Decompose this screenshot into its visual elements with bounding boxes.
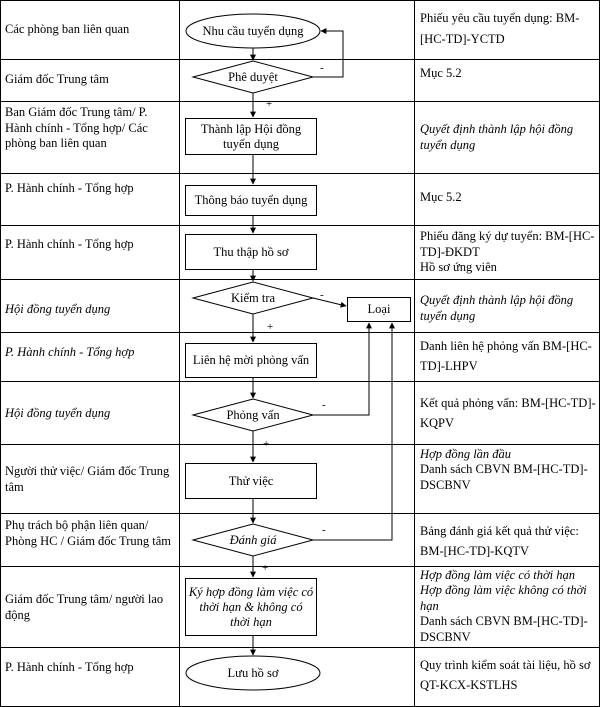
row-6-note: Quyết định thành lập hội đồng tuyển dụng [420, 293, 574, 323]
approve-minus: - [320, 62, 324, 74]
row-2-who: Giám đốc Trung tâm [5, 72, 109, 86]
check-minus: - [320, 289, 324, 301]
contact-label: Liên hệ mời phỏng vấn [192, 353, 310, 367]
row-9-note-2: Danh sách CBVN BM-[HC-TD]-DSCBNV [420, 462, 588, 492]
evaluate-minus: - [322, 524, 326, 536]
row-9-note: Hợp đồng lần đầu [420, 447, 512, 461]
council-label: Thành lập Hội đồng tuyển dụng [200, 121, 302, 151]
row-8-note: Kết quả phỏng vấn: BM-[HC-TD]-KQPV [420, 396, 596, 430]
start-label: Nhu cầu tuyển dụng [202, 23, 304, 38]
row-7-who: P. Hành chính - Tổng hợp [5, 345, 135, 359]
row-10-note: Bảng đánh giá kết quả thử việc: BM-[HC-T… [420, 524, 579, 558]
row-11-note-3: Danh sách CBVN BM-[HC-TD]-DSCBNV [420, 614, 588, 644]
row-4-note: Mục 5.2 [420, 190, 462, 204]
row-1-note: Phiếu yêu cầu tuyển dụng: BM-[HC-TD]-YCT… [420, 11, 580, 46]
row-11-note-2: Hợp đồng làm việc không có thời hạn [420, 583, 587, 613]
row-4-who: P. Hành chính - Tổng hợp [5, 181, 134, 195]
row-11-who: Giám đốc Trung tâm/ người lao động [5, 592, 164, 622]
connector [312, 297, 347, 308]
contract-label: Ký hợp đồng làm việc có thời hạn & không… [188, 584, 314, 629]
collect-box [185, 234, 317, 270]
interview-minus: - [322, 399, 326, 411]
row-12-who: P. Hành chính - Tổng hợp [5, 660, 134, 674]
row-2-note: Mục 5.2 [420, 66, 462, 80]
announce-box [185, 185, 317, 216]
row-1-who: Các phòng ban liên quan [5, 22, 130, 36]
row-5-note: Phiếu đăng ký dự tuyển: BM-[HC-TD]-ĐKDT [420, 229, 595, 259]
approve-label: Phê duyệt [228, 69, 278, 84]
connector [313, 322, 395, 541]
contact-box [185, 343, 317, 378]
row-12-note: Quy trình kiểm soát tài liệu, hồ sơ QT-K… [420, 658, 591, 692]
row-5-who: P. Hành chính - Tổng hợp [5, 237, 134, 251]
row-5-note-2: Hồ sơ ứng viên [420, 260, 497, 274]
row-10-who: Phụ trách bộ phận liên quan/ Phòng HC / … [5, 518, 171, 548]
archive-label: Lưu hồ sơ [227, 665, 279, 680]
council-box [185, 118, 317, 155]
check-label: Kiểm tra [230, 290, 276, 305]
row-6-who: Hội đồng tuyển dụng [5, 302, 111, 316]
row-7-note: Danh liên hệ phỏng vấn BM-[HC-TD]-LHPV [420, 339, 592, 373]
row-8-who: Hội đồng tuyển dụng [5, 406, 111, 420]
evaluate-label: Đánh giá [229, 532, 277, 547]
evaluate-plus: + [262, 562, 268, 574]
row-11-note: Hợp đồng làm việc có thời hạn [420, 568, 575, 582]
interview-plus: + [263, 438, 269, 450]
connector [313, 28, 344, 78]
collect-label: Thu thập hồ sơ [213, 244, 289, 259]
check-plus: + [267, 321, 273, 333]
probation-label: Thử việc [228, 473, 274, 488]
reject-box [347, 297, 411, 322]
row-3-note: Quyết định thành lập hội đồng tuyển dụng [420, 122, 574, 152]
announce-label: Thông báo tuyển dụng [194, 193, 308, 207]
row-3-who: Ban Giám đốc Trung tâm/ P. Hành chính - … [5, 105, 148, 150]
interview-label: Phỏng vấn [226, 407, 280, 422]
contract-box [185, 578, 317, 636]
approve-plus: + [266, 98, 272, 110]
archive-ellipse [185, 655, 321, 691]
row-9-who: Người thử việc/ Giám đốc Trung tâm [5, 464, 170, 494]
connector [313, 322, 372, 416]
probation-box [185, 463, 317, 499]
reject-label: Loại [367, 302, 391, 316]
